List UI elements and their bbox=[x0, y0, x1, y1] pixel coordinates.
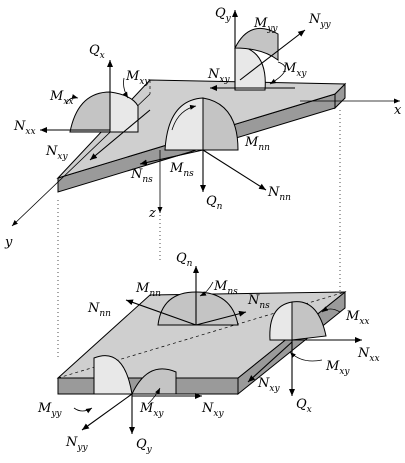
svg-text:Mxx: Mxx bbox=[49, 89, 73, 107]
bottom-element: Qn Mnn Mns Nns Nnn Mxx Nxx Mxy Nxy Qx My… bbox=[37, 251, 380, 455]
svg-text:Nxy: Nxy bbox=[201, 401, 224, 419]
svg-text:Nyy: Nyy bbox=[65, 435, 88, 453]
svg-text:Mxy: Mxy bbox=[282, 61, 307, 79]
bottom-mxx-arc bbox=[321, 306, 341, 313]
bottom-label-myy: Myy bbox=[37, 401, 62, 419]
bottom-mxy-lobe-left bbox=[131, 368, 177, 395]
svg-text:Mxx: Mxx bbox=[345, 309, 369, 327]
y-axis-label: y bbox=[4, 235, 13, 250]
top-nnn-arrow bbox=[202, 149, 267, 191]
bottom-label-nnn: Nnn bbox=[87, 301, 111, 319]
svg-text:Mnn: Mnn bbox=[244, 135, 270, 153]
top-mns-arc bbox=[171, 104, 197, 131]
top-nyy-arrow bbox=[239, 29, 306, 81]
svg-text:Mxy: Mxy bbox=[125, 69, 150, 87]
svg-text:Nns: Nns bbox=[130, 167, 153, 185]
svg-text:Qy: Qy bbox=[136, 437, 153, 455]
svg-text:Qx: Qx bbox=[89, 43, 105, 61]
bottom-nyy-arrow bbox=[81, 393, 133, 431]
bottom-mxy-arc-right bbox=[289, 351, 323, 362]
svg-text:Nns: Nns bbox=[247, 293, 270, 311]
svg-text:Mxy: Mxy bbox=[139, 401, 164, 419]
bottom-nnn-arrow bbox=[125, 299, 197, 326]
svg-text:Nyy: Nyy bbox=[308, 12, 331, 30]
bottom-label-qx: Qx bbox=[296, 397, 312, 415]
svg-text:Myy: Myy bbox=[37, 401, 62, 419]
top-label-nxy-left: Nxy bbox=[45, 144, 68, 162]
top-label-mxy-left: Mxy bbox=[125, 69, 150, 87]
bottom-label-mnn: Mnn bbox=[135, 281, 161, 299]
bottom-label-mxy-right: Mxy bbox=[325, 359, 350, 377]
svg-text:Qn: Qn bbox=[206, 194, 223, 212]
bottom-mns-arc bbox=[199, 281, 214, 297]
bottom-label-qn: Qn bbox=[176, 251, 193, 269]
bottom-myy-arc bbox=[73, 407, 93, 414]
top-label-nxy-right: Nxy bbox=[207, 67, 230, 85]
svg-text:Nxy: Nxy bbox=[207, 67, 230, 85]
top-label-mxy-right: Mxy bbox=[282, 61, 307, 79]
svg-text:Nnn: Nnn bbox=[87, 301, 111, 319]
bottom-nxy-arrow-right bbox=[247, 341, 293, 383]
top-mxx-arc bbox=[65, 94, 79, 105]
top-label-qx: Qx bbox=[89, 43, 105, 61]
bottom-mxy-lobe-right bbox=[269, 301, 293, 341]
svg-text:Myy: Myy bbox=[253, 16, 278, 34]
top-myy-lobe-light bbox=[234, 45, 266, 91]
top-myy-lobe-dark bbox=[234, 27, 279, 61]
bottom-myy-lobe bbox=[93, 355, 133, 395]
bottom-label-nxy-left: Nxy bbox=[201, 401, 224, 419]
svg-text:Mnn: Mnn bbox=[135, 281, 161, 299]
z-axis-label: z bbox=[148, 206, 156, 221]
top-label-mnn: Mnn bbox=[244, 135, 270, 153]
bottom-label-qy: Qy bbox=[136, 437, 153, 455]
top-label-nxx: Nxx bbox=[13, 119, 36, 137]
top-mxy-arc-right bbox=[269, 61, 286, 85]
top-mxy-arc-left bbox=[122, 77, 129, 99]
svg-text:Nxx: Nxx bbox=[13, 119, 36, 137]
bottom-label-nxx: Nxx bbox=[357, 346, 380, 364]
bottom-nns-arrow bbox=[195, 310, 247, 326]
bottom-label-mns: Mns bbox=[213, 279, 238, 297]
top-mnn-lobe bbox=[202, 97, 239, 151]
svg-text:Nxy: Nxy bbox=[257, 376, 280, 394]
top-label-nns: Nns bbox=[130, 167, 153, 185]
bottom-mxy-arc-left bbox=[147, 387, 161, 405]
top-nns-arrow bbox=[139, 149, 204, 166]
projection-lines bbox=[57, 110, 341, 360]
top-label-mns: Mns bbox=[169, 161, 194, 179]
top-label-myy: Myy bbox=[253, 16, 278, 34]
bottom-label-mxx: Mxx bbox=[345, 309, 369, 327]
svg-text:Qy: Qy bbox=[215, 6, 232, 24]
bottom-label-nyy: Nyy bbox=[65, 435, 88, 453]
top-element: x y z Qy Myy Nyy Qx Mxy Nxy Mxy Mxx N bbox=[4, 6, 402, 250]
svg-text:Mxy: Mxy bbox=[325, 359, 350, 377]
top-label-qy: Qy bbox=[215, 6, 232, 24]
bottom-label-mxy-left: Mxy bbox=[139, 401, 164, 419]
bottom-label-nns: Nns bbox=[247, 293, 270, 311]
top-label-nnn: Nnn bbox=[267, 185, 291, 203]
top-label-nyy: Nyy bbox=[308, 12, 331, 30]
top-mxy-lobe-left bbox=[109, 91, 139, 133]
svg-text:Qn: Qn bbox=[176, 251, 193, 269]
svg-text:Mns: Mns bbox=[169, 161, 194, 179]
x-axis-label: x bbox=[394, 103, 402, 118]
top-label-qn: Qn bbox=[206, 194, 223, 212]
top-nxy-arrow-left bbox=[89, 109, 151, 161]
svg-text:Nnn: Nnn bbox=[267, 185, 291, 203]
svg-text:Mns: Mns bbox=[213, 279, 238, 297]
svg-text:Nxx: Nxx bbox=[357, 346, 380, 364]
bottom-label-nxy-right: Nxy bbox=[257, 376, 280, 394]
svg-text:Nxy: Nxy bbox=[45, 144, 68, 162]
top-label-mxx: Mxx bbox=[49, 89, 73, 107]
svg-text:Qx: Qx bbox=[296, 397, 312, 415]
